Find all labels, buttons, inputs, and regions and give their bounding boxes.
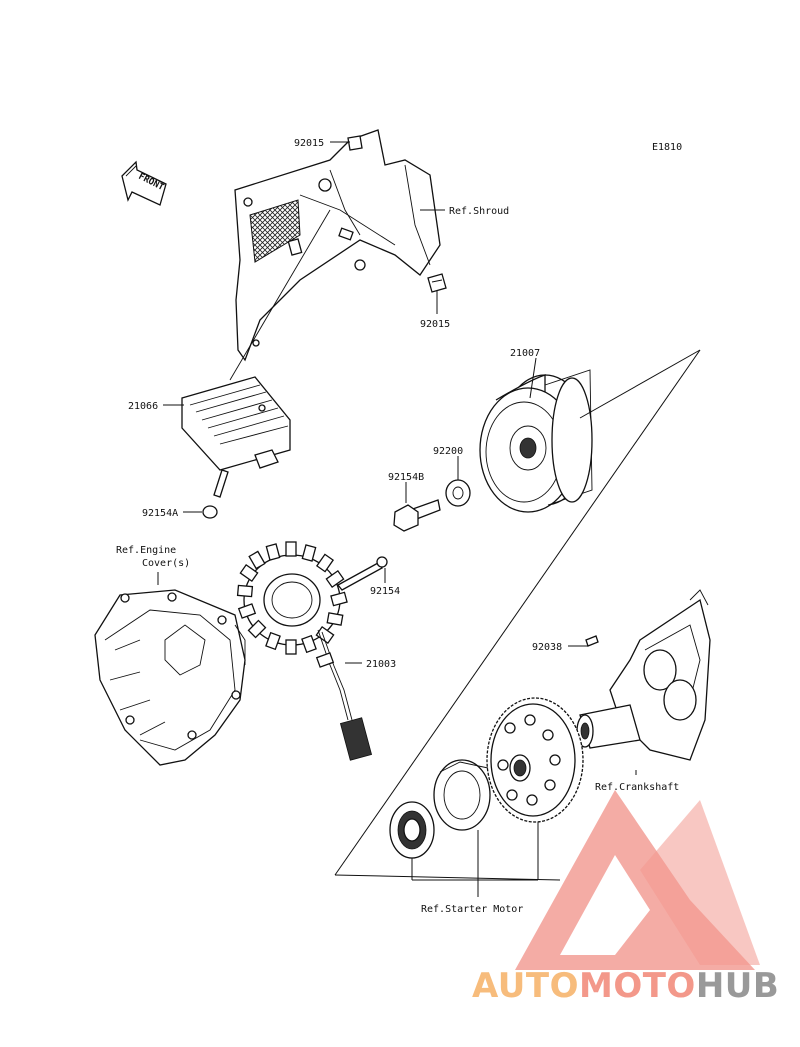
label-92015-bottom: 92015 <box>420 319 450 330</box>
starter-clutch <box>389 801 435 859</box>
front-arrow-icon: FRONT <box>121 160 167 206</box>
shroud-bracket <box>234 129 441 362</box>
bolt-92154 <box>337 556 388 591</box>
leader-lines <box>157 141 637 897</box>
rotor-21007 <box>479 369 593 513</box>
crankshaft <box>576 589 711 761</box>
label-92154: 92154 <box>370 586 400 597</box>
diagram-code: E1810 <box>652 142 682 153</box>
svg-text:AUTOMOTOHUB: AUTOMOTOHUB <box>472 966 779 1006</box>
label-cover-s: Cover(s) <box>142 558 190 569</box>
divider-line <box>334 349 701 876</box>
label-ref-starter-motor: Ref.Starter Motor <box>421 904 523 915</box>
label-92200: 92200 <box>433 446 463 457</box>
label-92154A: 92154A <box>142 508 178 519</box>
label-ref-crankshaft: Ref.Crankshaft <box>595 782 679 793</box>
label-92015-top: 92015 <box>294 138 324 149</box>
label-ref-shroud: Ref.Shroud <box>449 206 509 217</box>
divider-line-upper <box>579 349 701 419</box>
label-ref-engine: Ref.Engine <box>116 545 176 556</box>
key-92038 <box>585 635 599 647</box>
label-92038: 92038 <box>532 642 562 653</box>
bolt-92154B <box>393 499 441 532</box>
clip-92015-top <box>347 135 363 151</box>
washer-92200 <box>445 479 471 507</box>
automotohub-logo: AUTOMOTOHUB <box>472 790 779 1006</box>
bolt-92154A <box>202 469 229 519</box>
divider-line-lower <box>334 874 561 881</box>
starter-gear <box>486 697 584 823</box>
label-21003: 21003 <box>366 659 396 670</box>
label-21066: 21066 <box>128 401 158 412</box>
stator-21003 <box>236 541 373 761</box>
label-92154B: 92154B <box>388 472 424 483</box>
label-21007: 21007 <box>510 348 540 359</box>
regulator-21066 <box>181 209 331 471</box>
clip-92015-bottom <box>427 273 447 293</box>
engine-cover <box>94 589 246 766</box>
starter-clutch-ring <box>433 759 491 831</box>
